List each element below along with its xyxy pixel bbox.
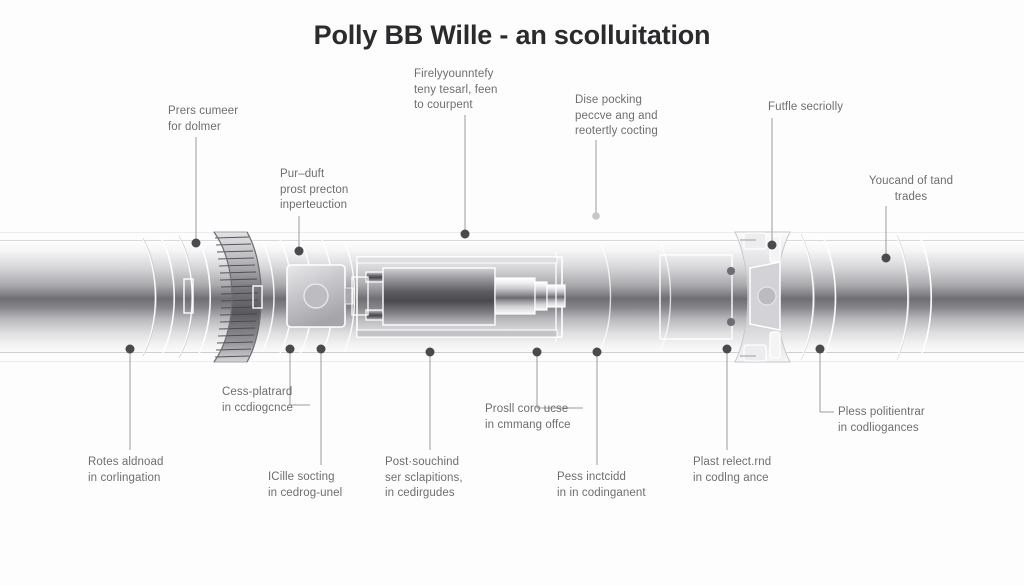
- retaining-rings-left: [141, 234, 212, 360]
- callout-pless-politientrar: Pless politientrar in codliogances: [838, 406, 925, 434]
- callout-pess-inctcidd: Pess inctcidd in in codinganent: [557, 471, 646, 499]
- callout-cess-platrard: Cess-platrard in ccdiogcnce: [222, 386, 293, 414]
- outlet-section: [799, 232, 933, 362]
- callout-futfle-secriolly: Futfle secriolly: [768, 101, 844, 113]
- toothed-gear-ring: [213, 231, 262, 363]
- callout-youcand-of-tand: Youcand of tand trades: [868, 175, 954, 203]
- callout-prosll-coro-ucse: Prosll coro ucse in cmmang offce: [485, 403, 571, 431]
- leader-dots: [125, 212, 891, 357]
- callout-firelyyounntefy: Firelyyounntefy teny tesarl, feen to cou…: [414, 68, 498, 111]
- callout-icille-socting: ICille socting in cedrog-unel: [268, 471, 343, 499]
- callout-dise-pocking: Dise pocking peccve ang and reotertly co…: [575, 94, 658, 137]
- internal-piston: [351, 252, 566, 342]
- flange-coupling: [659, 231, 791, 363]
- callout-prers-cumeer: Prers cumeer for dolmer: [168, 105, 239, 133]
- sensor-block: [252, 264, 354, 328]
- callout-plast-relectrnd: Plast relect.rnd in codlng ance: [693, 456, 772, 484]
- callout-rotes-aldnoad: Rotes aldnoad in corlingation: [88, 456, 164, 484]
- callout-post-souchind: Post·souchind ser sclapitions, in cedirg…: [385, 456, 463, 499]
- callout-pur-duft: Pur–duft prost precton inperteuction: [280, 168, 349, 211]
- page-title: Polly BB Wille - an scolluitation: [313, 20, 711, 50]
